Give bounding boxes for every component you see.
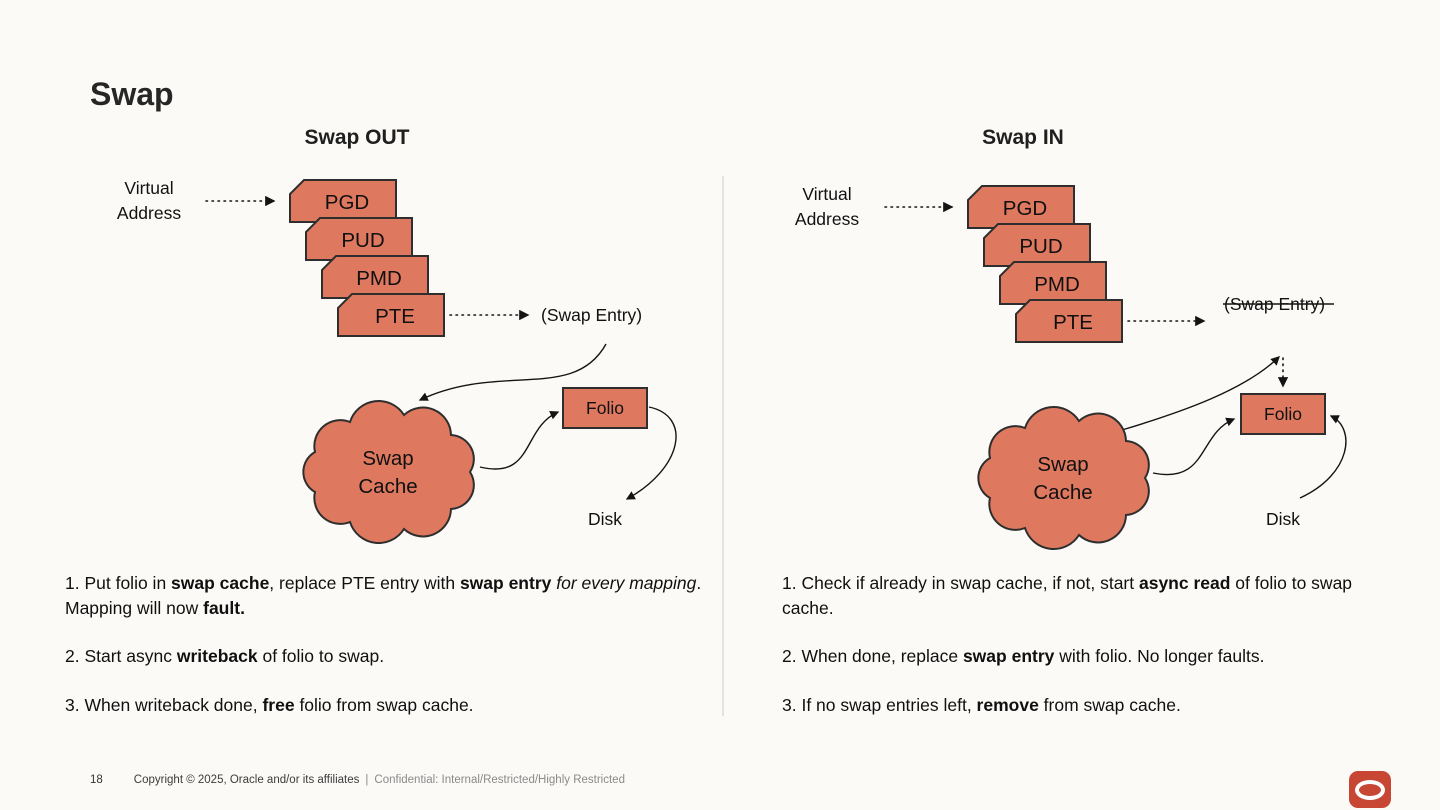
step-text: 3. When writeback done, free folio from … [65, 693, 713, 718]
swap-in-heading: Swap IN [982, 126, 1064, 149]
swap-in-diagram: Virtual Address PGD PUD PMD PTE (Swap En… [795, 184, 1347, 550]
pmd-label: PMD [356, 267, 402, 290]
step-segment: for every mapping [556, 573, 697, 593]
virtual-address-label: Address [795, 209, 859, 229]
cache-to-swap-entry-arrow [1121, 356, 1280, 431]
disk-to-folio-arrow [1299, 415, 1347, 499]
step-segment: 3. When writeback done, [65, 694, 263, 715]
footer: 18 Copyright © 2025, Oracle and/or its a… [90, 774, 625, 786]
folio-label: Folio [586, 398, 624, 418]
confidential-text: Confidential: Internal/Restricted/Highly… [374, 774, 625, 786]
step-segment: of folio to swap. [257, 646, 385, 666]
step-text: 2. Start async writeback of folio to swa… [65, 644, 713, 669]
swap-cache-label: Cache [358, 475, 417, 498]
page-number: 18 [90, 774, 103, 786]
pud-label: PUD [341, 229, 384, 252]
page-title: Swap [90, 76, 174, 112]
folio-to-disk-arrow [625, 406, 677, 500]
pte-label: PTE [1053, 311, 1093, 334]
step-segment: async read [1138, 573, 1231, 593]
step-segment: 1. Put folio in [65, 573, 172, 593]
step-segment: from swap cache. [1038, 694, 1181, 715]
step-segment: with folio. No longer faults. [1054, 646, 1265, 666]
oracle-o-icon [1355, 779, 1385, 800]
swap-out-diagram: Virtual Address PGD PUD PMD PTE (Swap En… [117, 178, 677, 544]
swap-out-heading: Swap OUT [304, 126, 410, 149]
step-segment: swap entry [962, 646, 1055, 666]
folio-box [562, 387, 648, 429]
step-segment: fault. [203, 597, 245, 618]
pte-label: PTE [375, 305, 415, 328]
pgd-label: PGD [1003, 197, 1047, 220]
step-text: 1. Put folio in swap cache, replace PTE … [65, 571, 713, 620]
virtual-address-label: Virtual [124, 178, 173, 198]
swap-cache-label: Swap [1037, 453, 1088, 476]
step-text: 3. If no swap entries left, remove from … [782, 693, 1392, 718]
disk-label: Disk [588, 509, 622, 529]
swap-out-steps: 1. Put folio in swap cache, replace PTE … [65, 571, 713, 741]
cache-to-folio-arrow [479, 410, 560, 470]
step-segment: 2. When done, replace [782, 646, 963, 666]
pte-box [337, 293, 445, 337]
swap-cache-label: Cache [1033, 481, 1092, 504]
oracle-logo [1349, 771, 1391, 808]
step-segment: remove [976, 694, 1039, 715]
step-segment: 3. If no swap entries left, [782, 694, 977, 715]
step-text: 1. Check if already in swap cache, if no… [782, 571, 1392, 620]
swap-entry-label: (Swap Entry) [541, 305, 642, 325]
step-segment: folio from swap cache. [294, 694, 474, 715]
swap-entry-to-cache-arrow [418, 343, 607, 401]
swap-cache-cloud [302, 400, 475, 544]
swap-in-steps: 1. Check if already in swap cache, if no… [782, 571, 1392, 741]
pte-box [1015, 299, 1123, 343]
folio-label: Folio [1264, 404, 1302, 424]
step-segment: . Mapping will now [65, 573, 702, 618]
step-segment: 2. Start async [65, 646, 177, 666]
step-segment: swap cache [171, 573, 270, 593]
cache-to-folio-arrow [1152, 417, 1236, 476]
pmd-label: PMD [1034, 273, 1080, 296]
step-text: 2. When done, replace swap entry with fo… [782, 644, 1392, 669]
step-segment: , replace PTE entry with [269, 573, 460, 593]
folio-box [1240, 393, 1326, 435]
footer-separator: | [365, 774, 369, 786]
step-segment: swap entry [459, 573, 552, 593]
swap-cache-cloud [977, 406, 1150, 550]
disk-label: Disk [1266, 509, 1300, 529]
virtual-address-label: Address [117, 203, 181, 223]
pgd-label: PGD [325, 191, 369, 214]
step-segment: free [262, 694, 295, 715]
virtual-address-label: Virtual [802, 184, 851, 204]
step-segment: 1. Check if already in swap cache, if no… [782, 573, 1139, 593]
copyright-text: Copyright © 2025, Oracle and/or its affi… [133, 774, 360, 786]
step-segment: of folio to swap cache. [782, 573, 1353, 618]
step-segment: writeback [176, 646, 258, 666]
pud-label: PUD [1019, 235, 1062, 258]
swap-cache-label: Swap [362, 447, 413, 470]
